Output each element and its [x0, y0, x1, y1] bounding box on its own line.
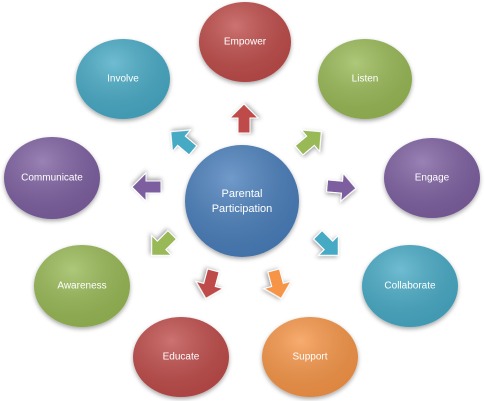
node-educate-shine [133, 317, 229, 397]
arrow-to-awareness [151, 229, 178, 256]
node-awareness-label: Awareness [57, 281, 106, 292]
center-shine [185, 145, 299, 257]
node-empower-shine [199, 2, 291, 82]
node-communicate-label: Communicate [21, 173, 83, 184]
node-involve: Involve [76, 39, 170, 119]
node-awareness-shine [34, 245, 130, 327]
node-collaborate: Collaborate [362, 245, 458, 327]
node-educate-label: Educate [163, 352, 200, 363]
node-support: Support [262, 317, 358, 397]
arrow-to-involve [170, 129, 198, 156]
arrow-to-educate [194, 268, 225, 300]
node-involve-shine [76, 39, 170, 119]
node-communicate: Communicate [4, 137, 100, 219]
center-node: Parental Participation [185, 145, 299, 257]
node-collaborate-label: Collaborate [384, 281, 436, 292]
node-listen-label: Listen [352, 74, 379, 85]
node-communicate-shine [4, 137, 100, 219]
arrow-to-empower [228, 103, 260, 134]
center-label-line1: Parental [222, 188, 263, 200]
arrow-to-engage [325, 171, 357, 203]
arrow-to-communicate [131, 171, 162, 203]
node-empower-label: Empower [224, 37, 267, 48]
arrow-to-support [262, 268, 293, 300]
node-collaborate-shine [362, 245, 458, 327]
arrow-to-listen [294, 129, 322, 156]
node-listen: Listen [318, 39, 412, 119]
node-engage-shine [384, 138, 480, 218]
node-listen-shine [318, 39, 412, 119]
node-support-shine [262, 317, 358, 397]
node-engage: Engage [384, 138, 480, 218]
node-educate: Educate [133, 317, 229, 397]
node-support-label: Support [292, 352, 327, 363]
center-label-line2: Participation [212, 203, 273, 215]
arrow-to-collaborate [312, 229, 339, 256]
arrows-layer [131, 103, 357, 300]
node-engage-label: Engage [415, 173, 450, 184]
node-empower: Empower [199, 2, 291, 82]
node-awareness: Awareness [34, 245, 130, 327]
node-involve-label: Involve [107, 74, 139, 85]
